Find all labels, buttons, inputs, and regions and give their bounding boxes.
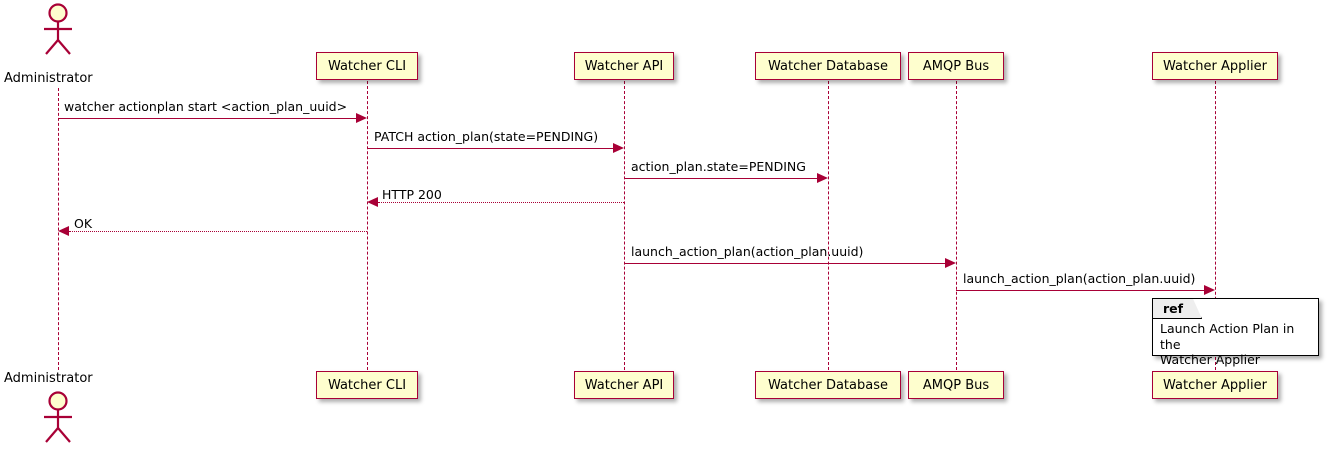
actor-label-administrator-bottom: Administrator	[4, 371, 93, 386]
ref-fragment-line-1: Launch Action Plan in the	[1160, 321, 1295, 352]
participant-box-watcher-database-bottom[interactable]: Watcher Database	[755, 371, 901, 399]
actor-stick-figure-icon	[44, 391, 72, 443]
message-label-m6: launch_action_plan(action_plan.uuid)	[631, 244, 864, 259]
message-line-m5	[69, 231, 367, 232]
message-arrowhead-m3	[817, 173, 828, 183]
lifeline-watcher-api	[624, 81, 625, 370]
message-label-m4: HTTP 200	[382, 187, 442, 202]
message-arrowhead-m1	[356, 113, 367, 123]
participant-box-amqp-bus-bottom[interactable]: AMQP Bus	[908, 371, 1004, 399]
message-label-m1: watcher actionplan start <action_plan_uu…	[64, 99, 348, 114]
message-line-m2	[367, 148, 613, 149]
lifeline-watcher-applier	[1215, 81, 1216, 370]
actor-stick-figure-icon	[44, 3, 72, 55]
ref-fragment-tab: ref	[1153, 299, 1202, 319]
lifeline-amqp-bus	[956, 81, 957, 370]
message-arrowhead-m7	[1204, 285, 1215, 295]
message-line-m3	[624, 178, 817, 179]
participant-box-watcher-database-top[interactable]: Watcher Database	[755, 52, 901, 80]
participant-box-watcher-cli-top[interactable]: Watcher CLI	[316, 52, 418, 80]
participant-box-watcher-applier-top[interactable]: Watcher Applier	[1152, 52, 1278, 80]
ref-fragment-line-2: Watcher Applier	[1160, 352, 1260, 368]
participant-box-watcher-api-bottom[interactable]: Watcher API	[574, 371, 674, 399]
participant-box-watcher-cli-bottom[interactable]: Watcher CLI	[316, 371, 418, 399]
message-line-m6	[624, 263, 945, 264]
message-label-m7: launch_action_plan(action_plan.uuid)	[963, 271, 1196, 286]
actor-label-administrator-top: Administrator	[4, 71, 93, 86]
message-line-m1	[58, 118, 356, 119]
actor-administrator-top	[28, 2, 88, 55]
ref-fragment-body: Launch Action Plan in the Watcher Applie…	[1160, 321, 1318, 368]
message-arrowhead-m6	[945, 258, 956, 268]
message-line-m7	[956, 290, 1204, 291]
lifeline-watcher-database	[828, 81, 829, 370]
message-label-m2: PATCH action_plan(state=PENDING)	[374, 129, 599, 144]
participant-box-watcher-applier-bottom[interactable]: Watcher Applier	[1152, 371, 1278, 399]
actor-administrator-bottom	[28, 390, 88, 443]
message-label-m3: action_plan.state=PENDING	[631, 159, 806, 174]
participant-box-watcher-api-top[interactable]: Watcher API	[574, 52, 674, 80]
message-arrowhead-m2	[613, 143, 624, 153]
lifeline-watcher-cli	[367, 81, 368, 370]
ref-fragment-box: ref Launch Action Plan in the Watcher Ap…	[1152, 298, 1319, 367]
message-arrowhead-m4	[367, 197, 378, 207]
message-label-m5: OK	[74, 216, 93, 231]
message-arrowhead-m5	[58, 226, 69, 236]
message-line-m4	[378, 202, 624, 203]
participant-box-amqp-bus-top[interactable]: AMQP Bus	[908, 52, 1004, 80]
